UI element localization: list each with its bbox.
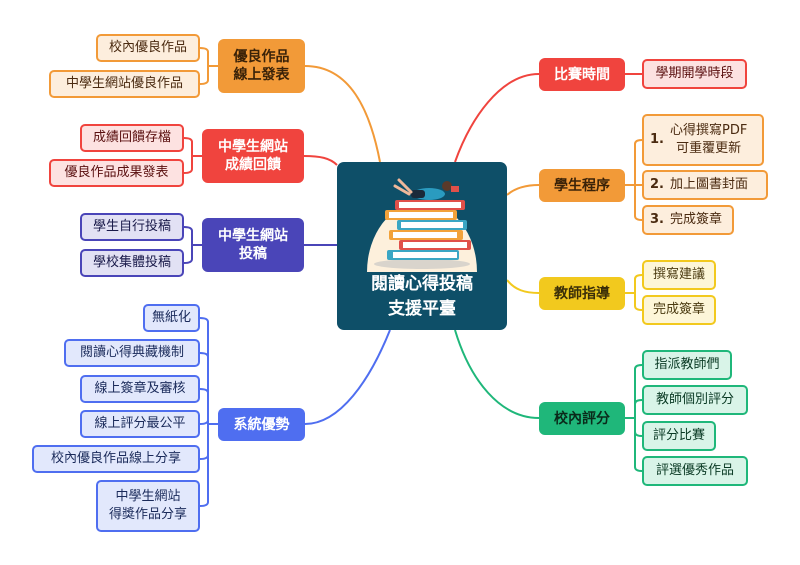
connector-bracket [199, 501, 209, 507]
branch-teacher-guidance[interactable]: 教師指導 [539, 277, 625, 310]
connector-center-branch [304, 329, 391, 425]
connector-bracket [199, 47, 209, 53]
connector-bracket [199, 79, 209, 85]
connector-bracket [183, 226, 193, 232]
connector-bracket [634, 431, 643, 437]
connector-bracket [634, 466, 643, 472]
connector-bracket [199, 317, 209, 323]
branch-school-scoring[interactable]: 校內評分 [539, 402, 625, 435]
branch-system-advantages[interactable]: 系統優勢 [218, 408, 305, 441]
branch-competition-time[interactable]: 比賽時間 [539, 58, 625, 91]
leaf-step-3[interactable]: 3. 完成簽章 [642, 205, 734, 235]
leaf-writing-advice[interactable]: 撰寫建議 [642, 260, 716, 290]
leaf-feedback-archive[interactable]: 成績回饋存檔 [80, 124, 184, 152]
connector-bracket [634, 274, 643, 280]
step-number: 2. [650, 177, 664, 192]
leaf-online-sharing[interactable]: 校內優良作品線上分享 [32, 445, 200, 473]
connector-center-branch [303, 155, 338, 166]
connector-bracket [199, 454, 209, 460]
leaf-school-excellent-works[interactable]: 校內優良作品 [96, 34, 200, 62]
connector-center-branch [506, 184, 540, 196]
leaf-excellent-results-publish[interactable]: 優良作品成果發表 [49, 159, 184, 187]
connector-bracket [634, 399, 643, 405]
leaf-student-site-excellent-works[interactable]: 中學生網站優良作品 [49, 70, 200, 98]
leaf-complete-signature[interactable]: 完成簽章 [642, 295, 716, 325]
reading-books-illustration-icon [367, 178, 477, 272]
connector-bracket [199, 419, 209, 425]
leaf-step-1[interactable]: 1. 心得撰寫PDF 可重覆更新 [642, 114, 764, 166]
connector-center-branch [506, 279, 540, 294]
central-topic-title: 閱讀心得投稿 支援平臺 [371, 274, 473, 319]
connector-center-branch [454, 329, 540, 419]
connector-bracket [183, 168, 193, 174]
leaf-paperless[interactable]: 無紙化 [143, 304, 200, 332]
connector-bracket [634, 364, 643, 370]
branch-student-site-feedback[interactable]: 中學生網站 成績回饋 [202, 129, 304, 183]
branch-student-site-submission[interactable]: 中學生網站 投稿 [202, 218, 304, 272]
step-number: 1. [650, 132, 664, 147]
connector-bracket [199, 352, 209, 358]
connector-bracket [634, 215, 643, 221]
leaf-school-group-submission[interactable]: 學校集體投稿 [80, 249, 184, 277]
step-text: 完成簽章 [669, 212, 722, 227]
connector-bracket [183, 258, 193, 264]
leaf-assign-teachers[interactable]: 指派教師們 [642, 350, 732, 380]
leaf-step-2[interactable]: 2. 加上圖書封面 [642, 170, 768, 200]
connector-bracket [183, 137, 193, 143]
connector-bracket [199, 388, 209, 394]
leaf-self-submission[interactable]: 學生自行投稿 [80, 213, 184, 241]
leaf-archive-mechanism[interactable]: 閱讀心得典藏機制 [64, 339, 200, 367]
step-text: 心得撰寫PDF 可重覆更新 [669, 123, 748, 156]
connector-bracket [634, 305, 643, 311]
leaf-fair-online-scoring[interactable]: 線上評分最公平 [80, 410, 200, 438]
leaf-award-works-sharing[interactable]: 中學生網站 得獎作品分享 [96, 480, 200, 532]
leaf-individual-scoring[interactable]: 教師個別評分 [642, 385, 748, 415]
connector-center-branch [454, 73, 540, 163]
connector-center-branch [304, 65, 381, 163]
leaf-scoring-competition[interactable]: 評分比賽 [642, 421, 716, 451]
branch-student-procedure[interactable]: 學生程序 [539, 169, 625, 202]
central-topic[interactable]: 閱讀心得投稿 支援平臺 [337, 162, 507, 330]
leaf-semester-start[interactable]: 學期開學時段 [642, 59, 747, 89]
step-number: 3. [650, 212, 664, 227]
connector-bracket [634, 139, 643, 145]
leaf-select-excellent-works[interactable]: 評選優秀作品 [642, 456, 748, 486]
leaf-online-signing-review[interactable]: 線上簽章及審核 [80, 375, 200, 403]
branch-excellent-works-online[interactable]: 優良作品 線上發表 [218, 39, 305, 93]
step-text: 加上圖書封面 [669, 177, 748, 192]
